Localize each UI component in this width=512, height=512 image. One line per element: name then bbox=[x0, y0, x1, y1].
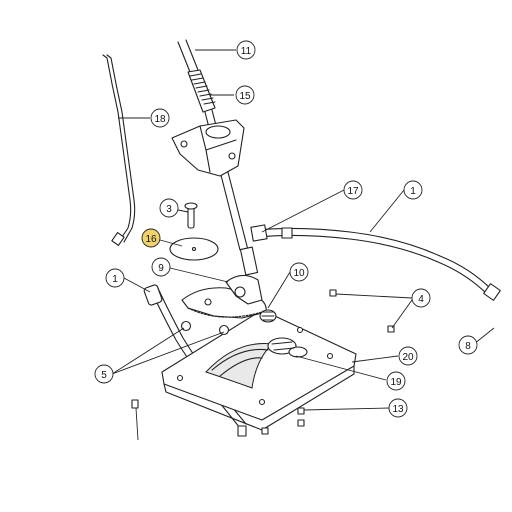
callout-19-label: 19 bbox=[390, 377, 402, 388]
callout-13[interactable]: 13 bbox=[388, 398, 408, 418]
callout-11-label: 11 bbox=[241, 46, 252, 57]
callout-9[interactable]: 9 bbox=[151, 257, 171, 277]
callout-16[interactable]: 16 bbox=[141, 228, 161, 248]
callout-10-label: 10 bbox=[293, 268, 305, 279]
callout-17-label: 17 bbox=[347, 186, 359, 197]
part-3-pin bbox=[184, 202, 198, 229]
callout-18-label: 18 bbox=[154, 114, 166, 125]
part-9-gear-sector bbox=[181, 274, 267, 319]
callout-10[interactable]: 10 bbox=[289, 262, 309, 282]
callout-17[interactable]: 17 bbox=[343, 180, 363, 200]
callout-19[interactable]: 19 bbox=[386, 371, 406, 391]
steering-bracket bbox=[171, 119, 245, 177]
callout-3-label: 3 bbox=[166, 204, 172, 215]
steering-shaft bbox=[177, 39, 259, 276]
callout-5-label: 5 bbox=[101, 370, 107, 381]
callout-18[interactable]: 18 bbox=[150, 108, 170, 128]
callout-11[interactable]: 11 bbox=[236, 40, 256, 60]
leader-lines bbox=[111, 49, 495, 441]
callout-13-label: 13 bbox=[392, 404, 404, 415]
callout-5[interactable]: 5 bbox=[94, 364, 114, 384]
callout-1-left[interactable]: 1 bbox=[105, 268, 125, 288]
callout-15-label: 15 bbox=[239, 91, 251, 102]
callout-3[interactable]: 3 bbox=[159, 198, 179, 218]
callout-8[interactable]: 8 bbox=[458, 335, 478, 355]
part-19-gear-set bbox=[267, 337, 308, 358]
callout-1-top-label: 1 bbox=[410, 186, 416, 197]
callout-20[interactable]: 20 bbox=[398, 346, 418, 366]
callout-4[interactable]: 4 bbox=[411, 288, 431, 308]
part-10-pinion bbox=[259, 309, 277, 323]
part-20-base-plate bbox=[161, 309, 357, 431]
fasteners bbox=[131, 289, 395, 437]
callout-1-top[interactable]: 1 bbox=[403, 180, 423, 200]
part-16-washer bbox=[169, 237, 219, 261]
cable-assembly bbox=[250, 224, 501, 301]
callout-16-label: 16 bbox=[145, 234, 157, 245]
callout-8-label: 8 bbox=[465, 341, 471, 352]
callout-1-left-label: 1 bbox=[112, 274, 118, 285]
callout-9-label: 9 bbox=[158, 263, 164, 274]
callout-20-label: 20 bbox=[402, 352, 414, 363]
callout-4-label: 4 bbox=[418, 294, 424, 305]
part-18-rod bbox=[102, 54, 136, 246]
callout-15[interactable]: 15 bbox=[235, 85, 255, 105]
